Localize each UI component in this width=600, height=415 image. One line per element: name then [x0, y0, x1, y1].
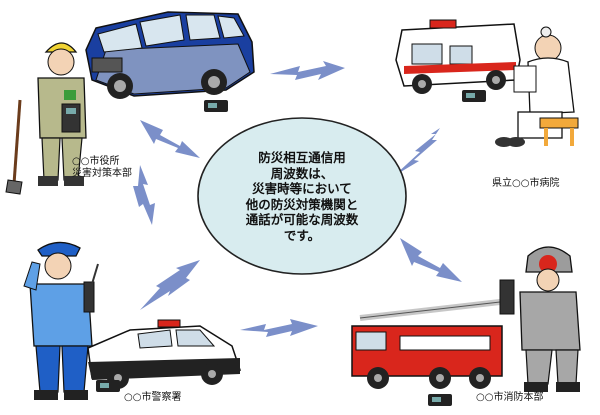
doctor-illustration — [495, 26, 579, 147]
lightning-link-top — [270, 61, 345, 80]
radio-icon — [204, 100, 228, 112]
label-police: ○○市警察署 — [124, 392, 182, 403]
label-fire: ○○市消防本部 — [476, 392, 544, 403]
van-illustration — [85, 11, 255, 99]
lightning-link-right-upper — [394, 128, 440, 176]
worker-illustration — [5, 42, 87, 195]
center-ellipse — [197, 117, 407, 275]
lightning-link-right-lower — [400, 238, 462, 282]
lightning-link-left — [133, 165, 155, 225]
radio-icon — [96, 380, 120, 392]
radio-icon — [462, 90, 486, 102]
police-car-illustration — [87, 319, 242, 389]
radio-icon — [428, 394, 452, 406]
firefighter-illustration — [499, 246, 581, 392]
label-hospital: 県立○○市病院 — [492, 178, 560, 189]
ambulance-illustration — [395, 19, 521, 94]
lightning-link-left-lower — [140, 260, 200, 310]
fire-truck-illustration — [351, 299, 503, 389]
label-city-office: ○○市役所 災害対策本部 — [72, 156, 132, 179]
police-officer-illustration — [23, 241, 99, 400]
lightning-link-bottom — [240, 319, 318, 337]
center-description: 防災相互通信用 周波数は、 災害時等において 他の防災対策機関と 通話が可能な周… — [245, 150, 359, 243]
lightning-link-left-upper — [140, 120, 200, 158]
